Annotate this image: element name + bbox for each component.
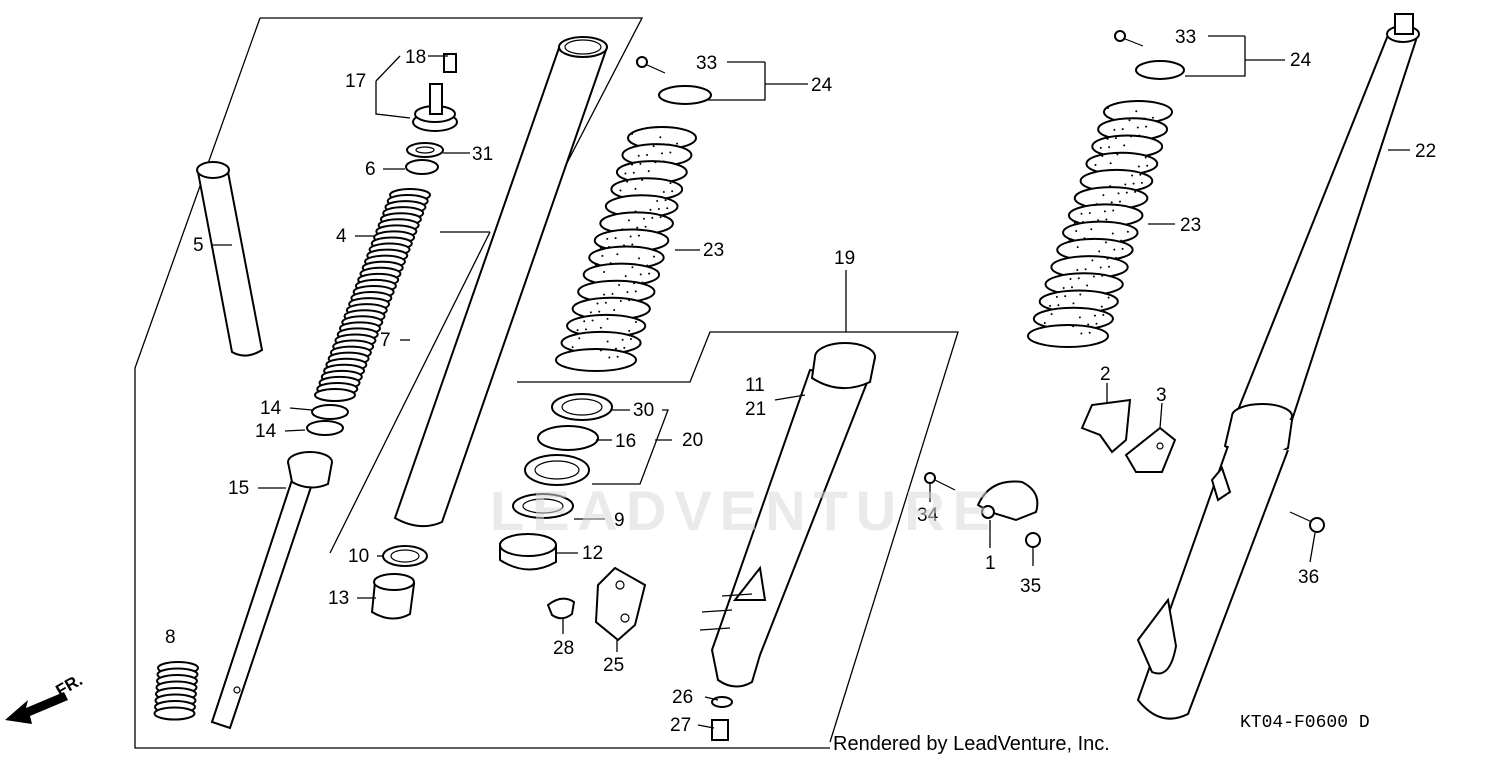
callout-22: 22: [1415, 141, 1436, 162]
callout-13: 13: [328, 588, 349, 609]
part-5-tube: [196, 161, 264, 357]
callout-24b: 24: [1290, 50, 1312, 71]
callout-26: 26: [672, 687, 693, 708]
part-30-dust-seal: [551, 393, 613, 421]
callout-30: 30: [633, 400, 654, 421]
callout-6: 6: [365, 159, 376, 180]
callout-1: 1: [985, 553, 996, 574]
callout-18: 18: [405, 47, 426, 68]
callout-23b: 23: [1180, 215, 1201, 236]
callout-27: 27: [670, 715, 691, 736]
callout-21: 21: [745, 399, 766, 420]
callout-8: 8: [165, 627, 176, 648]
part-11-fork-slider: [699, 342, 876, 688]
callout-5: 5: [193, 235, 204, 256]
part-34-bolt: [924, 472, 956, 491]
callout-19: 19: [834, 248, 855, 269]
callout-12: 12: [582, 543, 603, 564]
part-13-collar: [370, 573, 416, 620]
callout-23a: 23: [703, 240, 724, 261]
callout-31: 31: [472, 144, 493, 165]
callout-25: 25: [603, 655, 624, 676]
part-22-fork-assembly: [1136, 13, 1420, 720]
part-9-washer: [512, 493, 574, 519]
callout-10: 10: [348, 546, 369, 567]
part-4-spring: [314, 188, 431, 402]
part-20-oil-seal: [524, 454, 590, 486]
part-14-clip: [306, 404, 349, 436]
part-10-bushing: [382, 545, 428, 567]
part-27-bolt: [711, 719, 729, 741]
callout-7: 7: [380, 330, 391, 351]
part-12-bushing: [499, 533, 557, 571]
callout-9: 9: [614, 510, 625, 531]
diagram-code: KT04-F0600 D: [1240, 713, 1370, 733]
part-31-washer: [406, 142, 444, 158]
watermark-text: LEADVENTURE: [490, 479, 999, 542]
credit-text: Rendered by LeadVenture, Inc.: [833, 733, 1110, 755]
part-25-axle-holder: [594, 566, 647, 642]
center-group-frame: [517, 331, 959, 743]
part-36-bolt: [1289, 511, 1325, 533]
part-3-bracket: [1124, 426, 1177, 473]
part-24-boot-clamp-right: [1114, 30, 1185, 80]
part-1-clamp: [976, 480, 1039, 522]
callout-4: 4: [336, 226, 347, 247]
callout-17: 17: [345, 71, 366, 92]
callout-15: 15: [228, 478, 249, 499]
callout-14b: 14: [255, 421, 277, 442]
part-15-damper-rod: [210, 451, 333, 730]
part-35-nut: [1025, 532, 1041, 548]
callout-11: 11: [745, 375, 765, 396]
part-7-inner-tube: [393, 36, 608, 528]
callout-24a: 24: [811, 75, 833, 96]
part-24-boot-clamp: [635, 56, 712, 105]
part-23-fork-boot: [555, 126, 697, 372]
part-2-bracket: [1080, 398, 1132, 454]
front-direction-arrow: [5, 692, 68, 724]
callout-33a: 33: [696, 53, 717, 74]
part-8-spring: [153, 661, 199, 721]
part-6-washer: [405, 159, 439, 175]
callout-2: 2: [1100, 364, 1111, 385]
part-26-washer: [711, 696, 733, 708]
callout-labels: 18 17 31 6 4 5 7 14 14 15 10 13 8 33 24 …: [53, 27, 1437, 736]
part-28-nut: [546, 597, 576, 620]
callout-36: 36: [1298, 567, 1319, 588]
leader-lines: [212, 35, 1410, 729]
callout-33b: 33: [1175, 27, 1196, 48]
part-23-fork-boot-right: [1027, 100, 1173, 348]
part-16-retaining-clip: [537, 425, 599, 451]
callout-34: 34: [917, 505, 939, 526]
callout-14a: 14: [260, 398, 282, 419]
part-17-fork-cap-bolt: [412, 53, 458, 132]
callout-16: 16: [615, 431, 636, 452]
callout-3: 3: [1156, 385, 1167, 406]
callout-35: 35: [1020, 576, 1041, 597]
callout-20: 20: [682, 430, 703, 451]
callout-28: 28: [553, 638, 574, 659]
